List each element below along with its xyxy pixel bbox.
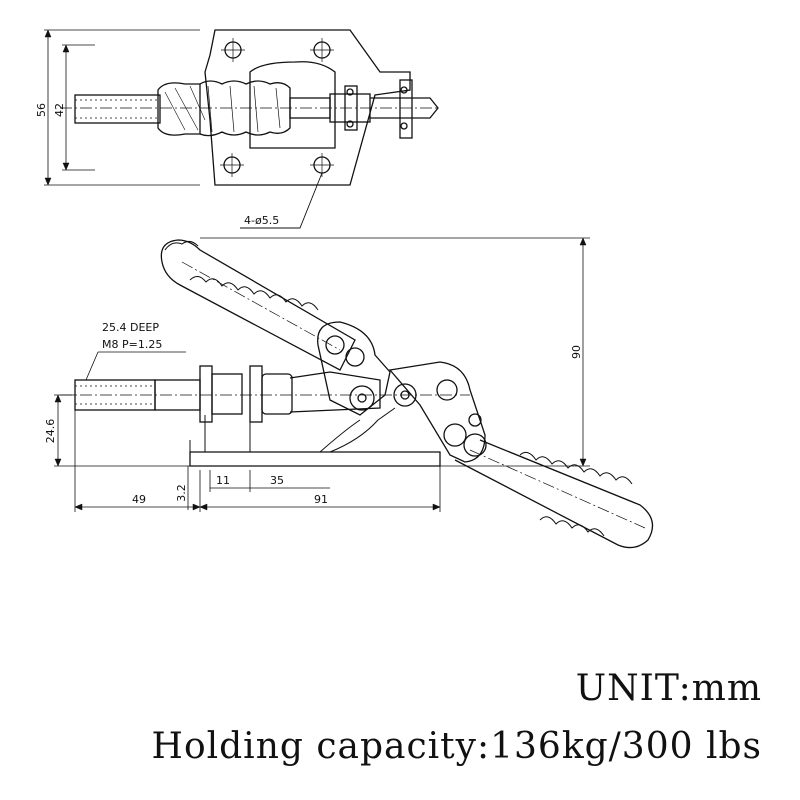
dim-42-label: 42 xyxy=(53,103,66,117)
dim-11-label: 11 xyxy=(216,474,230,487)
dim-91-label: 91 xyxy=(314,493,328,506)
dim-24-6-label: 24.6 xyxy=(44,419,57,444)
dim-3-2-label: 3.2 xyxy=(175,484,188,502)
thread-spec-label: M8 P=1.25 xyxy=(102,338,162,351)
unit-note: UNIT:mm xyxy=(575,668,762,709)
dim-35-label: 35 xyxy=(270,474,284,487)
thread-depth-label: 25.4 DEEP xyxy=(102,321,159,334)
holding-capacity-note: Holding capacity:136kg/300 lbs xyxy=(151,726,762,767)
mounting-holes xyxy=(220,38,334,177)
dim-49-label: 49 xyxy=(132,493,146,506)
dim-56-label: 56 xyxy=(35,103,48,117)
hole-callout-label: 4-ø5.5 xyxy=(244,214,279,227)
side-view xyxy=(54,237,654,549)
top-view xyxy=(44,29,440,229)
dim-90-label: 90 xyxy=(570,345,583,359)
